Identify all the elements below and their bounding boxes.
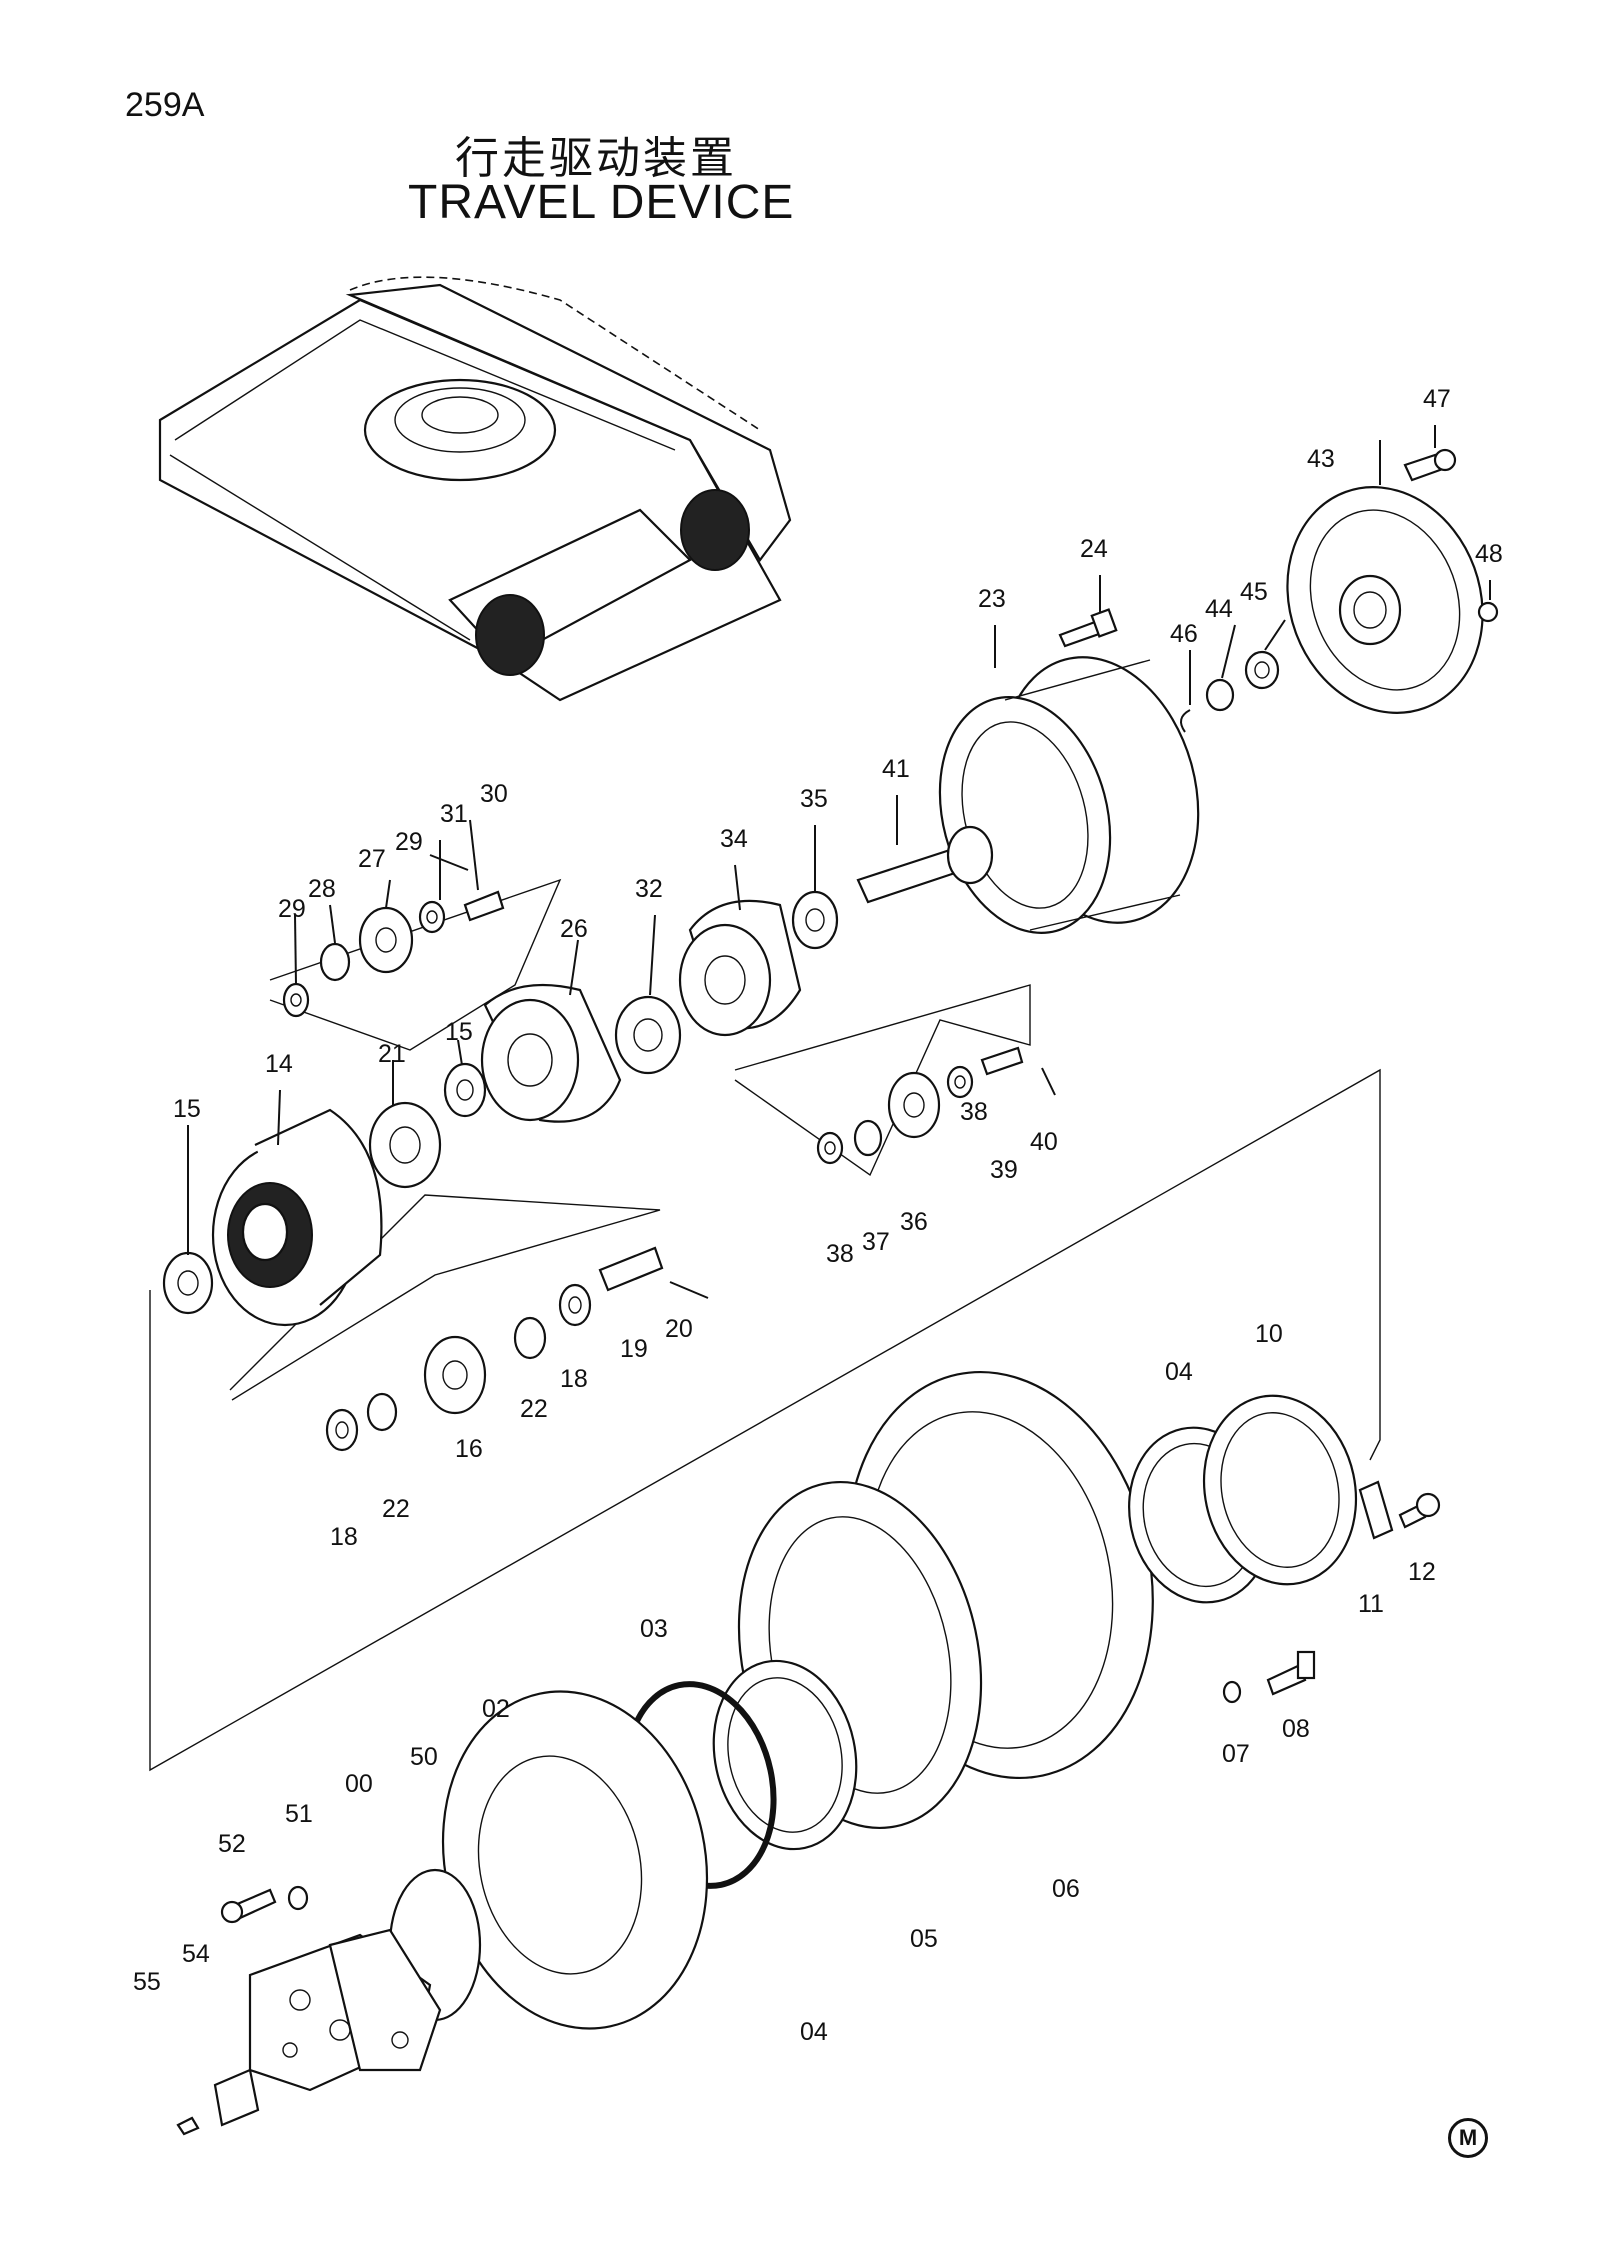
cover-43 [1286,486,1484,714]
carrier-stage-three [162,1108,383,1327]
part-label-p38a: 38 [960,1098,988,1126]
shaft-41 [856,825,994,904]
ring-gear-hub-23 [938,656,1200,934]
part-label-p43: 43 [1307,445,1335,473]
part-labels: 00 02 03 04 04 05 06 07 08 10 11 12 14 15 15 16 18 18 19 20… [133,385,1503,2046]
part-label-p50: 50 [410,1743,438,1771]
part-label-p24: 24 [1080,535,1108,563]
part-label-p40: 40 [1030,1128,1058,1156]
part-label-p34: 34 [720,825,748,853]
small-fasteners-top [1180,448,1499,733]
part-label-p04b: 04 [800,2018,828,2046]
ring-10 [1202,1394,1358,1586]
part-label-p19: 19 [620,1335,648,1363]
planet-gear-set-lower [325,1246,709,1452]
part-label-p52: 52 [218,1830,246,1858]
travel-motor-00 [176,1868,482,2136]
part-label-p38b: 38 [826,1240,854,1268]
undercarriage-illustration [158,276,792,702]
part-label-p11: 11 [1358,1590,1384,1618]
part-label-p23: 23 [978,585,1006,613]
small-fasteners-right [1222,1480,1441,1704]
part-label-p51: 51 [285,1800,313,1828]
part-label-p28: 28 [308,875,336,903]
part-label-p04a: 04 [1165,1358,1193,1386]
part-label-p05: 05 [910,1925,938,1953]
planet-gear-set-right [816,1046,1056,1165]
part-label-p18a: 18 [560,1365,588,1393]
label-leaders [187,425,1491,1255]
part-label-p10: 10 [1255,1320,1283,1348]
part-label-p41: 41 [882,755,910,783]
part-label-p20: 20 [665,1315,693,1343]
part-label-p27: 27 [358,845,386,873]
part-label-p36: 36 [900,1208,928,1236]
bolt-24 [1058,608,1118,648]
part-label-p35: 35 [800,785,828,813]
part-label-p48: 48 [1475,540,1503,568]
title-english: TRAVEL DEVICE [408,176,795,229]
part-label-p55: 55 [133,1968,161,1996]
part-label-p39: 39 [990,1156,1018,1184]
part-label-p45: 45 [1240,578,1268,606]
part-label-p15b: 15 [173,1095,201,1123]
part-label-p46: 46 [1170,620,1198,648]
planet-gear-set-upper [282,854,505,1018]
part-label-p18b: 18 [330,1523,358,1551]
part-label-p29b: 29 [278,895,306,923]
part-label-p08: 08 [1282,1715,1310,1743]
part-label-p47: 47 [1423,385,1451,413]
part-label-p14: 14 [265,1050,293,1078]
part-label-p31: 31 [440,800,468,828]
part-label-p29a: 29 [395,828,423,856]
part-label-p02: 02 [482,1695,510,1723]
part-label-p37: 37 [862,1228,890,1256]
part-label-p12: 12 [1408,1558,1436,1586]
floating-seal-04 [712,1659,858,1851]
part-label-p07: 07 [1222,1740,1250,1768]
part-label-p22b: 22 [382,1495,410,1523]
trademark-circle-m: M [1448,2118,1488,2158]
part-label-p32: 32 [635,875,663,903]
page-code: 259A [125,86,205,124]
part-label-p30: 30 [480,780,508,808]
carrier-stage-one [614,890,839,1075]
part-label-p03: 03 [640,1615,668,1643]
part-label-p21: 21 [378,1040,406,1068]
part-label-p54: 54 [182,1940,210,1968]
title-chinese: 行走驱动装置 [455,133,737,184]
part-label-p44: 44 [1205,595,1233,623]
part-label-p22a: 22 [520,1395,548,1423]
part-label-p26: 26 [560,915,588,943]
part-label-p15a: 15 [445,1018,473,1046]
part-label-p06: 06 [1052,1875,1080,1903]
carrier-stage-two [368,983,622,1189]
part-label-p00: 00 [345,1770,373,1798]
part-label-p16: 16 [455,1435,483,1463]
